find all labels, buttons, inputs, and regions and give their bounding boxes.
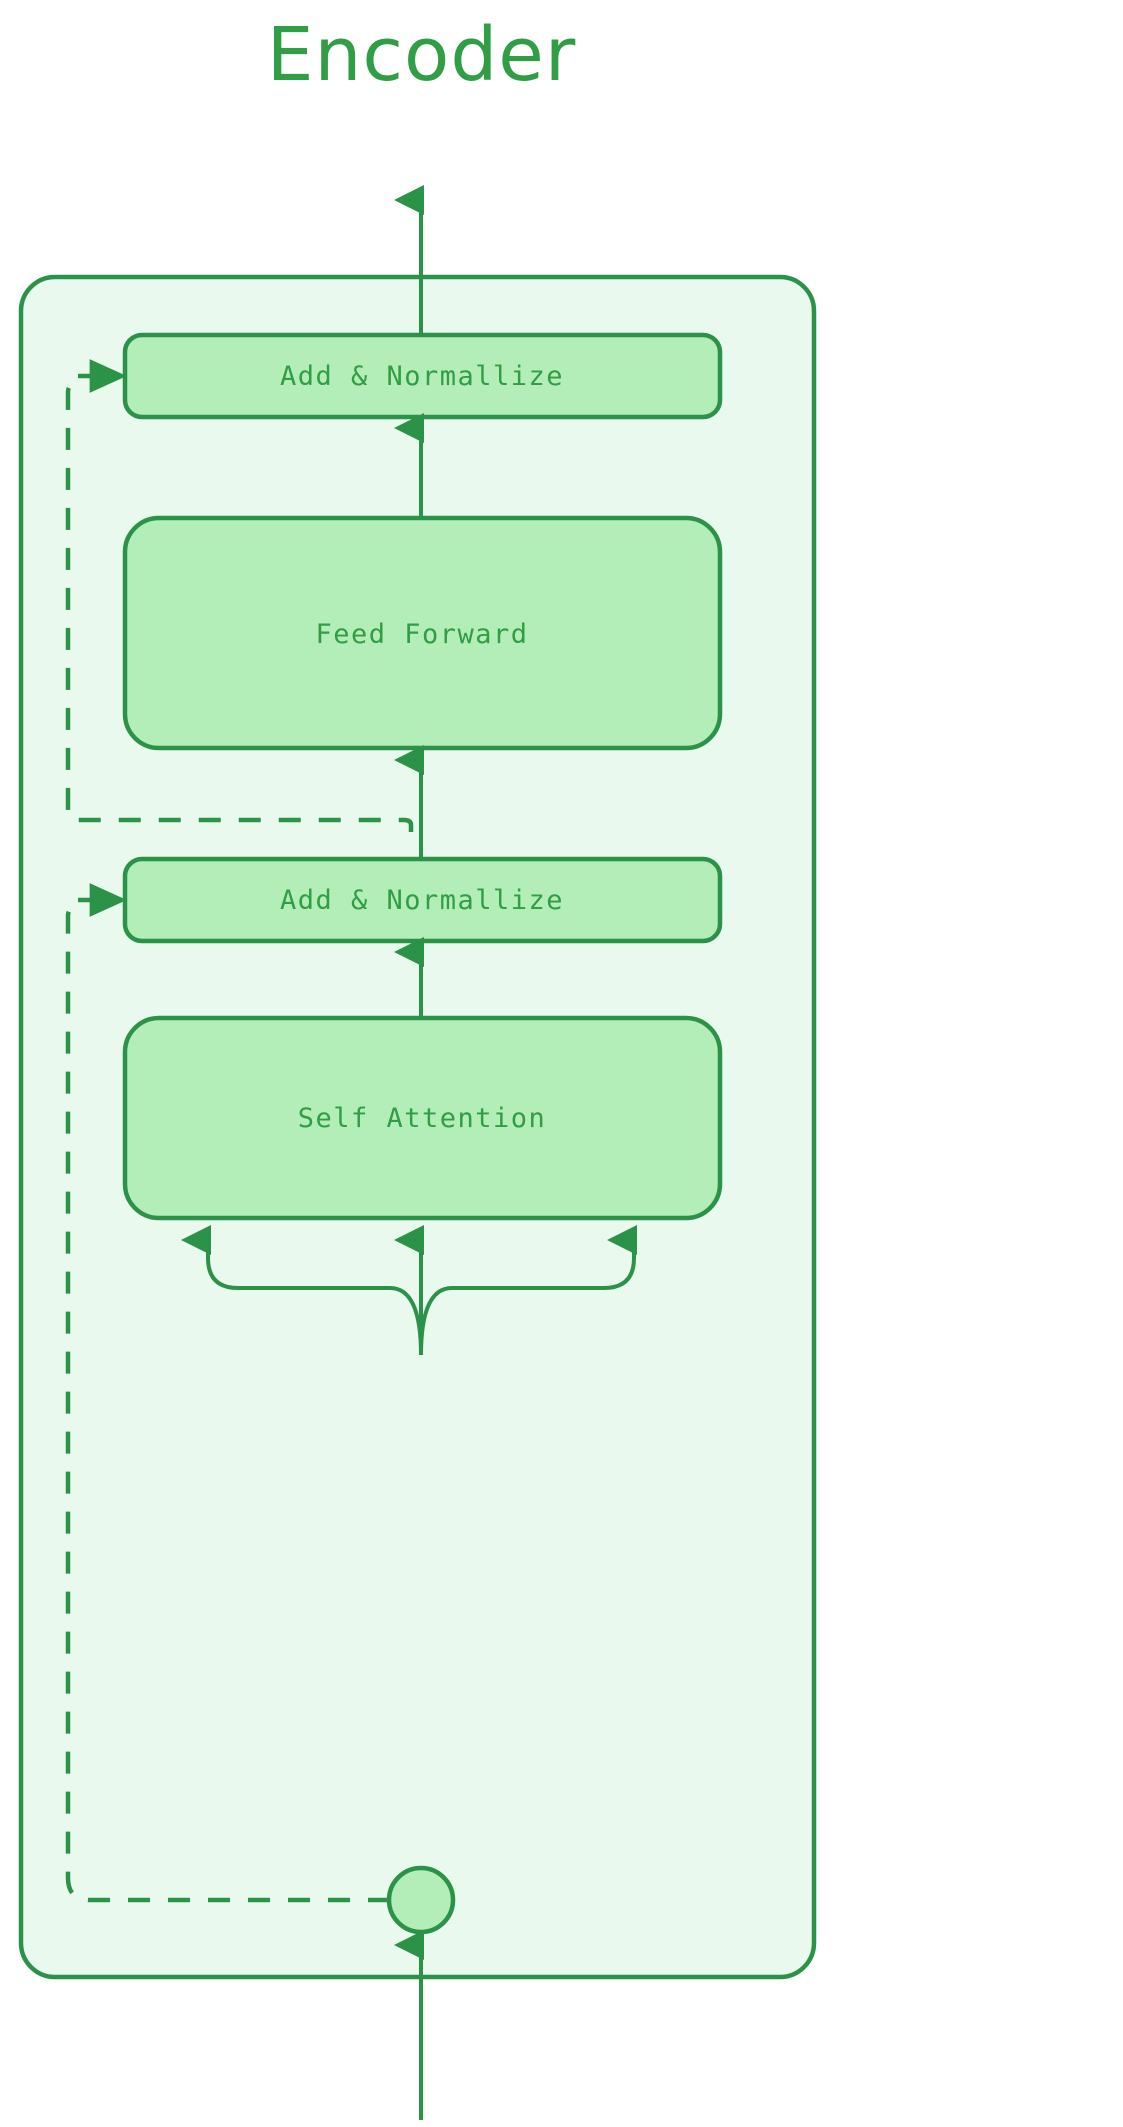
node-add-norm-top[interactable]: Add & Normallize: [122, 332, 723, 420]
node-add-norm-bottom[interactable]: Add & Normallize: [122, 856, 723, 944]
node-label-add-norm-top: Add & Normallize: [280, 361, 564, 392]
node-label-self-attention: Self Attention: [298, 1103, 547, 1134]
node-self-attention[interactable]: Self Attention: [122, 1015, 723, 1221]
residual-dashed-lower: [65, 883, 390, 1903]
node-label-add-norm-bottom: Add & Normallize: [280, 885, 564, 916]
diagram-title: Encoder: [266, 12, 577, 98]
node-feed-forward[interactable]: Feed Forward: [122, 515, 723, 751]
edge-split-to-selfattention-fan: [181, 1225, 637, 1356]
residual-dashed-upper: [65, 359, 414, 832]
diagram-title-wrap: Encoder: [0, 12, 843, 98]
node-split-circle[interactable]: [386, 1865, 456, 1935]
node-label-feed-forward: Feed Forward: [315, 619, 528, 650]
